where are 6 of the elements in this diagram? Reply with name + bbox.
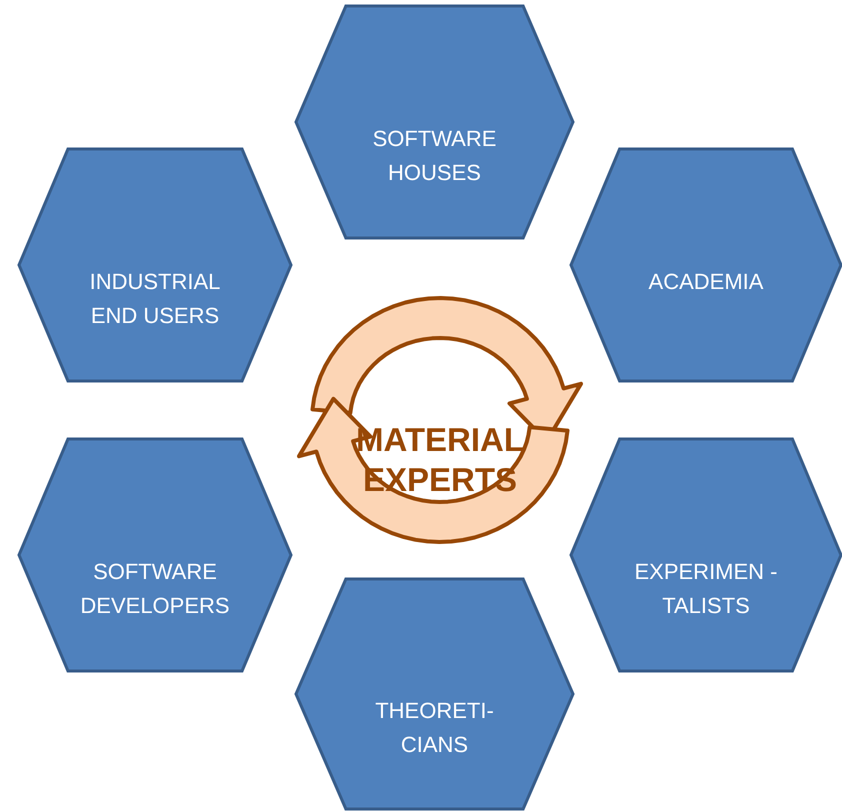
hexagon-label: SOFTWARE DEVELOPERS [79,558,231,620]
hexagon-label: SOFTWARE HOUSES [372,125,498,187]
hexagon-label: ACADEMIA [648,268,764,296]
hexagon-label: INDUSTRIAL END USERS [88,268,222,330]
hexagon-label: THEORETI- CIANS [374,697,495,759]
hexagon-label: EXPERIMEN -TALISTS [633,558,779,620]
